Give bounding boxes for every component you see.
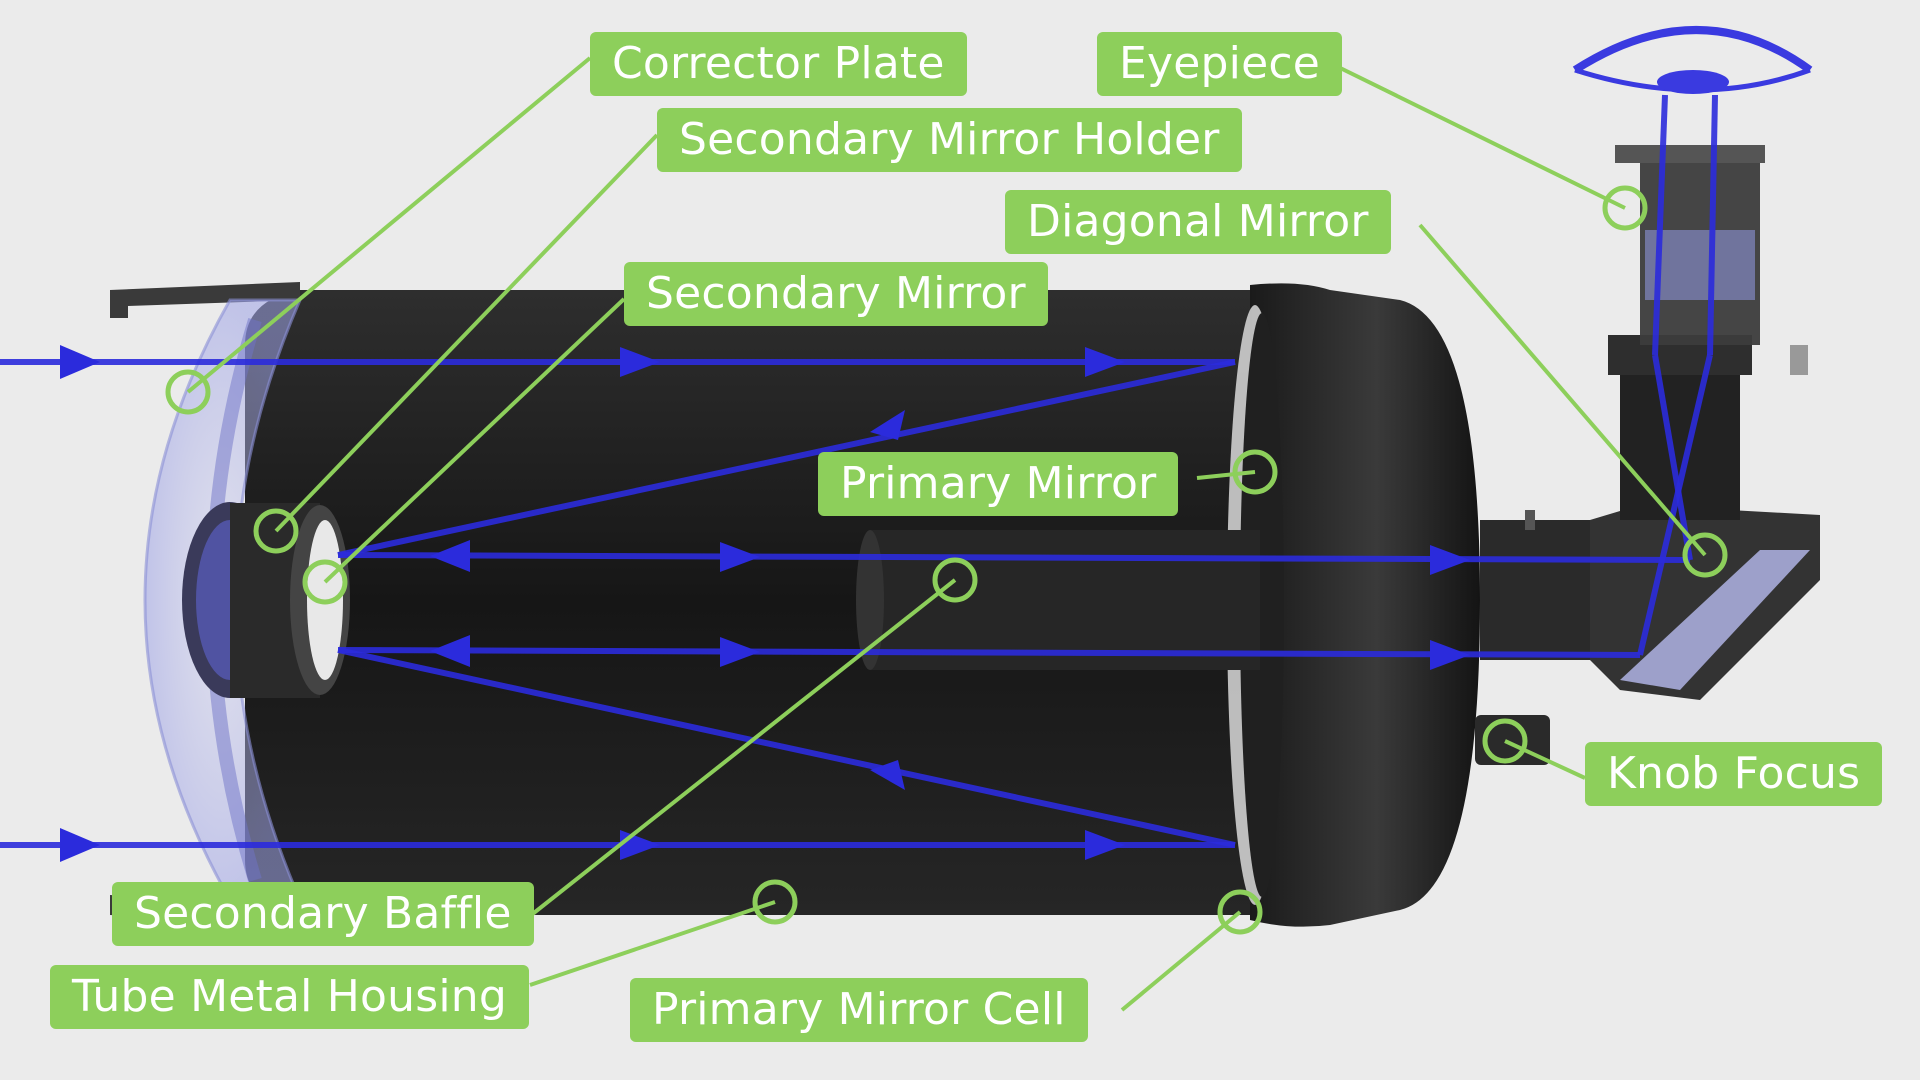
label-eyepiece: Eyepiece <box>1097 32 1342 96</box>
label-primary-mirror-cell: Primary Mirror Cell <box>630 978 1088 1042</box>
label-secondary-mirror-holder: Secondary Mirror Holder <box>657 108 1242 172</box>
leader-lines <box>186 56 1707 1012</box>
label-primary-mirror: Primary Mirror <box>818 452 1179 516</box>
ray-arrowheads <box>60 345 1470 862</box>
label-corrector-plate: Corrector Plate <box>590 32 967 96</box>
visual-back <box>1480 520 1590 660</box>
eyepiece-glass <box>1645 230 1755 300</box>
diagonal-mirror-shape <box>1620 550 1810 690</box>
tube-top-rim <box>110 282 300 318</box>
label-tube-metal-housing: Tube Metal Housing <box>50 965 529 1029</box>
label-knob-focus: Knob Focus <box>1585 742 1883 806</box>
secondary-baffle-shape <box>870 530 1260 670</box>
target-circles <box>165 185 1728 935</box>
label-secondary-baffle: Secondary Baffle <box>112 882 534 946</box>
tube-metal-housing-shape <box>245 290 1290 915</box>
primary-mirror-cell-shape <box>1250 283 1480 927</box>
eye-icon <box>1572 26 1813 74</box>
label-secondary-mirror: Secondary Mirror <box>624 262 1048 326</box>
light-rays <box>0 94 1718 848</box>
label-diagonal-mirror: Diagonal Mirror <box>1005 190 1391 254</box>
